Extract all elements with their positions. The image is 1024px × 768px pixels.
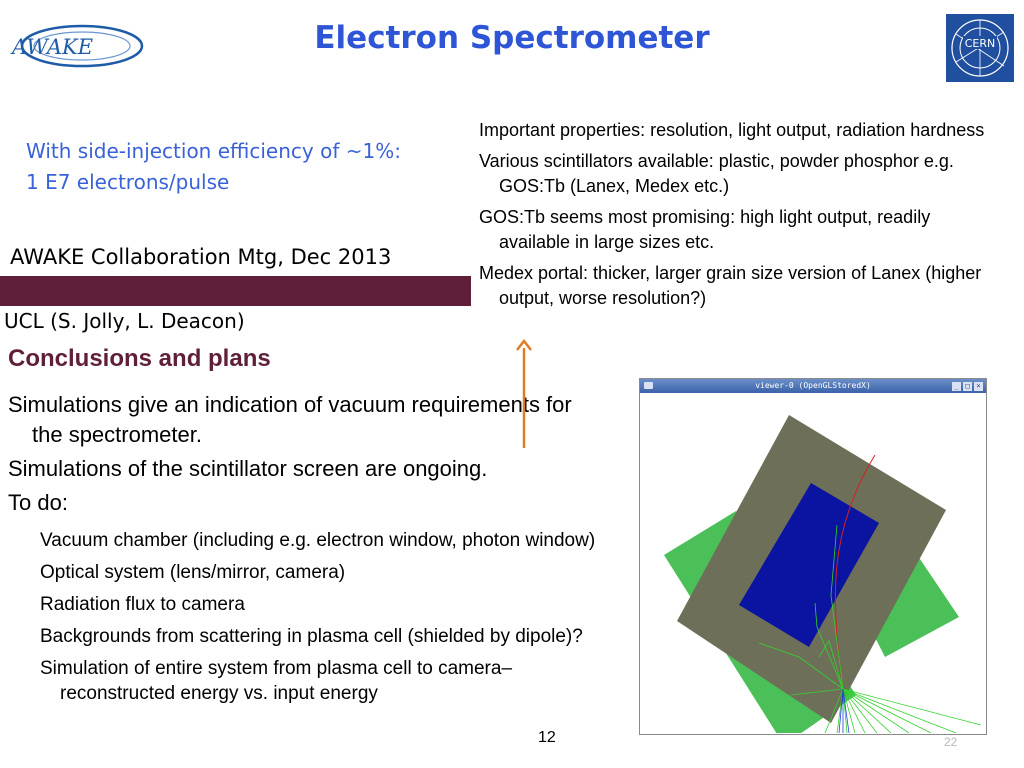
property-item: GOS:Tb seems most promising: high light … [479, 207, 931, 252]
injection-note-line2: 1 E7 electrons/pulse [26, 170, 230, 194]
close-button[interactable]: × [974, 382, 983, 391]
todo-item: Vacuum chamber (including e.g. electron … [40, 530, 596, 551]
conclusion-item: To do: [8, 490, 68, 515]
viewer-title: viewer-0 (OpenGLStoredX) [755, 381, 871, 390]
green-tracks [758, 524, 982, 734]
todo-item: Radiation flux to camera [40, 594, 245, 615]
conclusion-item: Simulations of the scintillator screen a… [8, 456, 488, 481]
slide-title: Electron Spectrometer [314, 20, 710, 56]
conclusion-item: Simulations give an indication of vacuum… [8, 392, 572, 447]
conclusions-list: Simulations give an indication of vacuum… [8, 390, 608, 522]
injection-note-line1: With side-injection efficiency of ~1%: [26, 139, 401, 163]
property-item: Various scintillators available: plastic… [479, 151, 954, 196]
meeting-label: AWAKE Collaboration Mtg, Dec 2013 [10, 245, 392, 269]
page-number: 12 [538, 729, 556, 746]
page-number-ghost: 22 [944, 735, 958, 749]
cern-logo: CERN [946, 14, 1014, 82]
divider-bar [0, 276, 471, 306]
todo-list: Vacuum chamber (including e.g. electron … [40, 528, 610, 713]
orange-arrow [512, 338, 536, 450]
todo-item: Simulation of entire system from plasma … [40, 658, 513, 704]
window-menu-icon[interactable] [644, 382, 653, 389]
property-item: Medex portal: thicker, larger grain size… [479, 263, 982, 308]
injection-note: With side-injection efficiency of ~1%: 1… [26, 136, 401, 198]
properties-list: Important properties: resolution, light … [479, 118, 999, 317]
viewer-window: viewer-0 (OpenGLStoredX) _□× [639, 378, 987, 745]
minimize-button[interactable]: _ [952, 382, 961, 391]
property-item: Important properties: resolution, light … [479, 120, 985, 140]
todo-item: Backgrounds from scattering in plasma ce… [40, 626, 583, 647]
window-controls: _□× [950, 381, 983, 391]
simulation-view [641, 395, 985, 745]
cern-logo-text: CERN [965, 37, 996, 50]
todo-item: Optical system (lens/mirror, camera) [40, 562, 346, 583]
authors-label: UCL (S. Jolly, L. Deacon) [4, 309, 245, 333]
blue-tracks [838, 688, 850, 734]
awake-logo-text: AWAKE [10, 35, 93, 59]
conclusions-heading: Conclusions and plans [8, 345, 271, 372]
viewer-titlebar: viewer-0 (OpenGLStoredX) _□× [640, 379, 986, 393]
awake-logo: AWAKE [6, 16, 146, 72]
maximize-button[interactable]: □ [963, 382, 972, 391]
blue-scintillator [739, 483, 879, 647]
